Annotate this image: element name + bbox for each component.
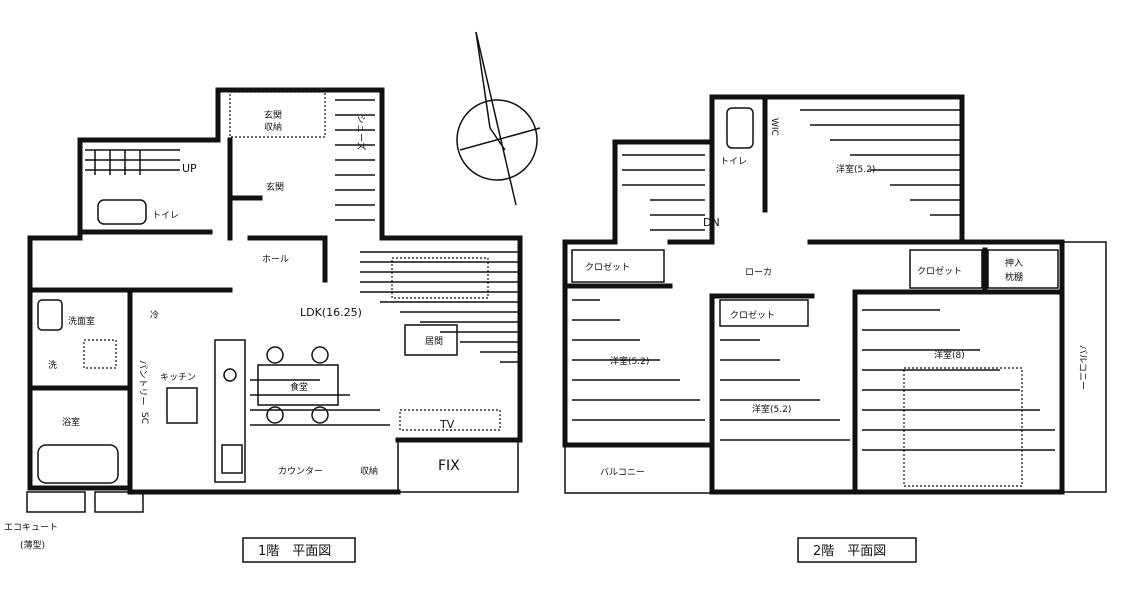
label-tv: TV xyxy=(439,418,455,431)
sofa xyxy=(391,257,489,299)
dining-table xyxy=(257,364,339,406)
label-western-east: 洋室(8) xyxy=(934,349,965,361)
toilet-fixture xyxy=(97,199,147,225)
label-dn: DN xyxy=(703,216,720,229)
floor1-caption-box xyxy=(242,537,356,563)
label-genkan-storage-1: 玄関 xyxy=(264,109,282,121)
stairs-up xyxy=(85,149,180,175)
genkan-steps xyxy=(229,91,375,221)
stairs-down xyxy=(622,154,705,231)
compass-icon xyxy=(456,31,541,206)
floor1-plan: UP 玄関 収納 玄関 トイレ ホール LDK(16.25) 洗面室 洗 冷 パ… xyxy=(4,87,523,563)
wash-basin xyxy=(37,299,63,331)
balcony-west xyxy=(564,444,713,494)
label-closet-center: クロゼット xyxy=(730,309,775,321)
label-counter: カウンター xyxy=(278,466,323,477)
label-ldk: LDK(16.25) xyxy=(300,306,362,319)
label-western-center: 洋室(5.2) xyxy=(752,403,791,415)
label-closet-east: クロゼット xyxy=(917,265,962,277)
tv-board xyxy=(399,409,501,431)
label-balcony-west: バルコニー xyxy=(600,467,645,478)
bed-outline xyxy=(903,367,1023,487)
living-table xyxy=(404,324,458,356)
label-kitchen: キッチン xyxy=(160,372,196,383)
label-western-ne: 洋室(5.2) xyxy=(836,163,875,175)
label-fix: FIX xyxy=(438,458,460,474)
label-wash: 洗 xyxy=(48,359,57,371)
label-hall: ホール xyxy=(262,254,289,265)
label-storage-1f: 収納 xyxy=(360,465,378,477)
label-wic: WIC xyxy=(769,118,779,136)
floor2-caption: 2階 平面図 xyxy=(813,544,886,559)
label-washroom: 洗面室 xyxy=(68,315,95,327)
label-living: 居間 xyxy=(425,336,443,347)
ecocute-unit xyxy=(26,491,86,513)
bathtub xyxy=(37,444,119,484)
closet-west xyxy=(571,249,665,283)
label-western-west: 洋室(5.2) xyxy=(610,355,649,367)
room-hatching-2f xyxy=(572,109,1055,451)
label-up: UP xyxy=(182,162,197,175)
balcony-east xyxy=(1061,241,1107,493)
oshiire xyxy=(987,249,1059,289)
floor1-caption: 1階 平面図 xyxy=(258,544,331,559)
floor2-caption-box xyxy=(797,537,917,563)
label-dining: 食堂 xyxy=(290,381,308,393)
label-hallway: ローカ xyxy=(745,267,772,278)
floor2-plan: DN トイレ WIC 洋室(5.2) クロゼット ローカ クロゼット 押入 枕棚… xyxy=(562,94,1107,563)
fix-window-box xyxy=(397,439,519,493)
label-sc: SC xyxy=(139,412,149,424)
closet-center xyxy=(719,299,809,327)
label-toilet-2f: トイレ xyxy=(720,157,747,167)
washer-space xyxy=(83,339,117,369)
closet-east xyxy=(909,249,983,289)
label-closet-west: クロゼット xyxy=(585,261,630,273)
label-toilet-1f: トイレ xyxy=(152,211,179,221)
kitchen-counter xyxy=(214,339,246,483)
kitchen-sink xyxy=(166,387,198,424)
label-balcony-east: バルコニー xyxy=(1077,345,1088,390)
toilet-fixture-2f xyxy=(726,107,754,149)
label-pantry: パントリー xyxy=(137,360,148,405)
label-ecocute: エコキュート xyxy=(4,523,58,533)
label-shoe: シューズ xyxy=(355,115,367,151)
label-genkan: 玄関 xyxy=(266,181,284,193)
label-oshiire-2: 枕棚 xyxy=(1005,271,1023,283)
label-ecocute-thin: (薄型) xyxy=(20,539,45,551)
label-bath: 浴室 xyxy=(62,416,80,428)
label-oshiire-1: 押入 xyxy=(1005,257,1023,269)
label-fridge: 冷 xyxy=(150,309,159,321)
ldk-hatch xyxy=(250,251,520,426)
label-genkan-storage-2: 収納 xyxy=(264,121,282,133)
